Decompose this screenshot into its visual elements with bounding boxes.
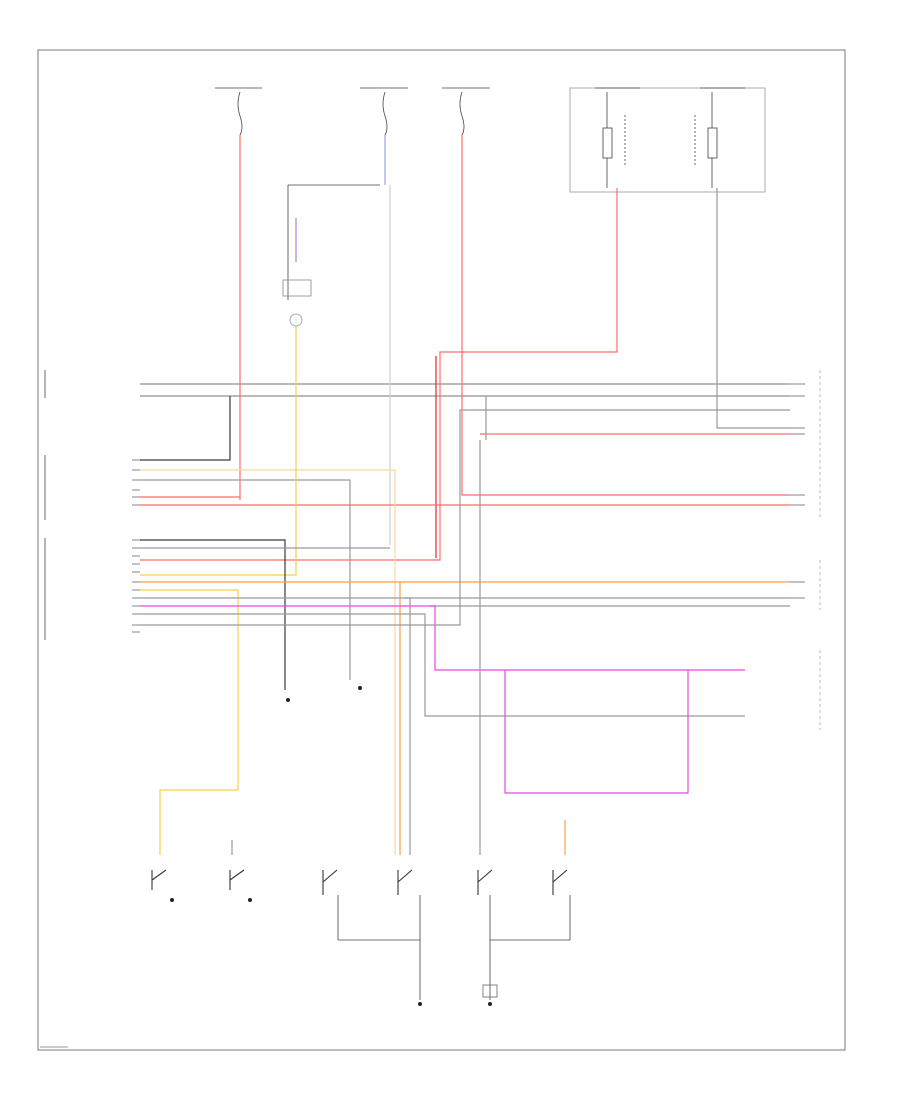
relay-2-coil [707,127,718,159]
relay-block [569,87,766,193]
yellow-wire-pin-b6 [140,589,239,855]
pink-wire-pin-b8 [140,605,745,671]
fuse-1 [237,91,243,136]
red-wire-relay-1 [140,188,618,561]
black-wire-pin-1 [140,396,231,461]
diagram-frame [37,49,846,1051]
gray-wire-pin-b9 [140,613,745,717]
relay-1-coil [602,127,613,159]
ground-point-2 [488,1002,492,1006]
red-wire-fuse-3 [461,135,790,496]
gray-wire-pin-b7 [140,597,411,855]
gray-wire-pin-b10 [140,409,790,626]
lamp-icon [289,313,303,327]
fuse-3 [459,91,465,136]
pink-wire-loop [504,670,689,794]
black-wire-pin-b1 [140,539,286,690]
gray-wire-relay-2 [716,188,790,429]
module-box-1 [282,279,312,297]
gray-wire-pin-3 [140,479,351,680]
light-yellow-wire-pin-2 [140,469,396,855]
connector-pins-right [790,383,805,599]
bottom-switch-group [151,869,568,895]
colored-wires [140,135,790,855]
ground-point-1 [418,1002,422,1006]
yellow-wire-lamp [140,326,297,576]
connector-pins-left [132,459,140,633]
fuse-2 [382,91,388,136]
